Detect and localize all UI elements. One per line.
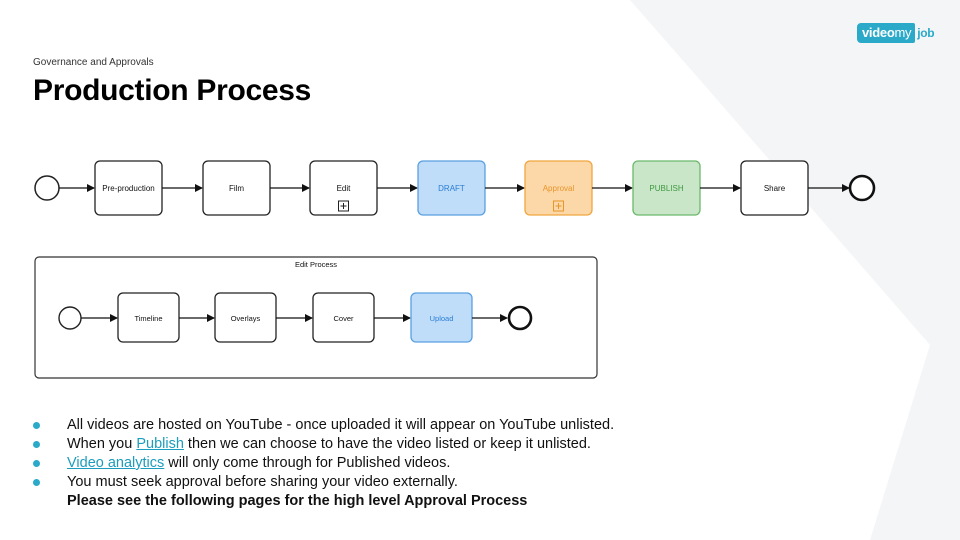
page-title: Production Process <box>33 74 312 107</box>
list-item: You must seek approval before sharing yo… <box>33 473 614 492</box>
edit-process-title: Edit Process <box>295 260 337 269</box>
videomyjob-logo: videomy job <box>857 23 935 43</box>
edit-node-upload: Upload <box>410 292 473 343</box>
edit-start-event <box>58 306 82 330</box>
main-start-event <box>34 175 60 201</box>
list-item: Please see the following pages for the h… <box>33 492 614 511</box>
main-node-edit: Edit <box>309 160 378 216</box>
video-analytics-link[interactable]: Video analytics <box>67 455 165 471</box>
main-node-preproduction-label: Pre-production <box>102 184 154 193</box>
main-node-share: Share <box>740 160 809 216</box>
edit-node-upload-label: Upload <box>430 314 454 323</box>
logo-part-job: job <box>917 26 935 40</box>
bullet-dot-icon <box>33 441 40 448</box>
list-item: Video analytics will only come through f… <box>33 454 614 473</box>
main-node-film-label: Film <box>229 184 244 193</box>
section-label: Governance and Approvals <box>33 57 154 68</box>
logo-part-my: my <box>894 25 912 40</box>
main-node-share-label: Share <box>764 184 786 193</box>
main-node-draft-label: DRAFT <box>438 184 465 193</box>
logo-badge: videomy <box>857 23 916 43</box>
main-node-approval: Approval <box>524 160 593 216</box>
edit-node-overlays: Overlays <box>214 292 277 343</box>
note-analytics: Video analytics will only come through f… <box>67 454 450 473</box>
publish-link[interactable]: Publish <box>136 436 184 452</box>
main-node-preproduction: Pre-production <box>94 160 163 216</box>
main-node-film: Film <box>202 160 271 216</box>
note-publish-suffix: then we can choose to have the video lis… <box>183 436 591 452</box>
main-node-approval-label: Approval <box>543 184 575 193</box>
note-hosting: All videos are hosted on YouTube - once … <box>67 417 615 433</box>
list-item: All videos are hosted on YouTube - once … <box>33 416 614 435</box>
notes-list: All videos are hosted on YouTube - once … <box>33 416 614 511</box>
edit-end-event <box>507 305 533 331</box>
bullet-dot-icon <box>33 460 40 467</box>
subprocess-marker-icon <box>338 200 349 212</box>
edit-node-timeline: Timeline <box>117 292 180 343</box>
list-item: When you Publish then we can choose to h… <box>33 435 614 454</box>
note-publish-prefix: When you <box>67 436 137 452</box>
note-approval: You must seek approval before sharing yo… <box>67 474 458 490</box>
note-publish: When you Publish then we can choose to h… <box>67 435 591 454</box>
logo-part-video: video <box>862 25 895 40</box>
edit-node-cover-label: Cover <box>333 314 354 323</box>
bullet-dot-icon <box>33 479 40 486</box>
edit-node-overlays-label: Overlays <box>231 314 261 323</box>
edit-node-cover: Cover <box>312 292 375 343</box>
main-node-draft: DRAFT <box>417 160 486 216</box>
note-analytics-suffix: will only come through for Published vid… <box>164 455 451 471</box>
main-node-edit-label: Edit <box>337 184 352 193</box>
main-node-publish-label: PUBLISH <box>649 184 683 193</box>
note-see-following: Please see the following pages for the h… <box>67 493 528 509</box>
edit-node-timeline-label: Timeline <box>134 314 162 323</box>
main-node-publish: PUBLISH <box>632 160 701 216</box>
subprocess-marker-icon <box>553 200 564 212</box>
bullet-dot-icon <box>33 422 40 429</box>
main-end-event <box>848 174 876 202</box>
